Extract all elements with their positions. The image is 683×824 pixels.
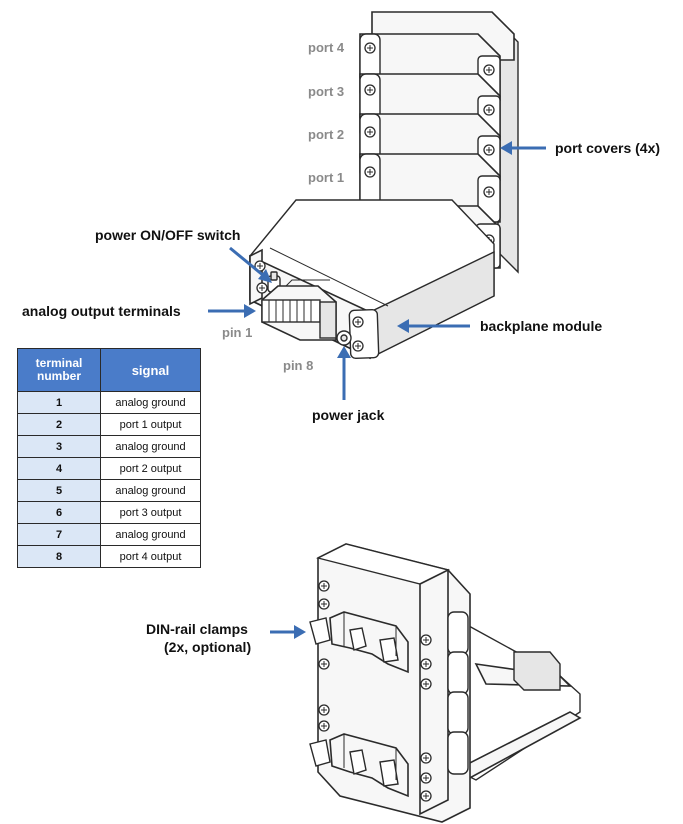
screw-icon xyxy=(318,658,330,670)
pin-8-label: pin 8 xyxy=(283,358,313,373)
screw-icon xyxy=(483,186,495,198)
din-clamps-arrow xyxy=(270,625,306,639)
screw-icon xyxy=(483,104,495,116)
power-switch-arrow xyxy=(229,246,272,283)
signal-cell: port 3 output xyxy=(100,501,201,524)
screw-icon xyxy=(420,772,432,784)
table-row: 2 port 1 output xyxy=(17,413,201,436)
screw-icon xyxy=(483,144,495,156)
bottom-device-illustration xyxy=(309,543,582,823)
terminal-number-cell: 3 xyxy=(17,435,101,458)
signal-cell: analog ground xyxy=(100,479,201,502)
terminal-number-cell: 1 xyxy=(17,391,101,414)
header-number-line1: terminal xyxy=(35,356,83,370)
signal-cell: port 4 output xyxy=(100,545,201,568)
analog-terminals-label: analog output terminals xyxy=(22,303,181,319)
screw-icon xyxy=(318,598,330,610)
screw-icon xyxy=(364,84,376,96)
screw-icon xyxy=(420,634,432,646)
terminal-number-cell: 4 xyxy=(17,457,101,480)
port-4-label: port 4 xyxy=(308,40,345,55)
table-row: 5 analog ground xyxy=(17,479,201,502)
table-row: 6 port 3 output xyxy=(17,501,201,524)
signal-cell: analog ground xyxy=(100,391,201,414)
table-row: 4 port 2 output xyxy=(17,457,201,480)
power-jack xyxy=(336,330,352,346)
screw-icon xyxy=(420,790,432,802)
terminal-number-cell: 8 xyxy=(17,545,101,568)
signal-header: signal xyxy=(100,348,201,392)
screw-icon xyxy=(420,658,432,670)
screw-icon xyxy=(318,704,330,716)
terminal-block xyxy=(261,279,337,341)
backplane-arrow xyxy=(397,319,470,333)
terminal-number-header: terminal number xyxy=(17,348,101,392)
power-switch xyxy=(267,271,281,293)
port-3-label: port 3 xyxy=(308,84,344,99)
screw-icon xyxy=(483,64,495,76)
terminal-number-cell: 7 xyxy=(17,523,101,546)
port-1-label: port 1 xyxy=(308,170,344,185)
terminal-number-cell: 5 xyxy=(17,479,101,502)
din-clamps-sublabel: (2x, optional) xyxy=(164,639,251,655)
port-covers-label: port covers (4x) xyxy=(555,140,660,156)
din-rail-clamp-upper xyxy=(309,611,409,674)
backplane-module xyxy=(249,199,495,360)
pin-1-label: pin 1 xyxy=(222,325,252,340)
signal-cell: port 2 output xyxy=(100,457,201,480)
signal-cell: analog ground xyxy=(100,523,201,546)
din-clamps-label: DIN-rail clamps xyxy=(146,621,248,637)
din-rail-clamp-lower xyxy=(309,733,409,798)
terminal-number-cell: 6 xyxy=(17,501,101,524)
header-number-line2: number xyxy=(36,369,81,383)
table-row: 1 analog ground xyxy=(17,391,201,414)
backplane-label: backplane module xyxy=(480,318,602,334)
screw-icon xyxy=(364,42,376,54)
port-covers-arrow xyxy=(500,141,546,155)
screw-icon xyxy=(318,580,330,592)
analog-terminals-arrow xyxy=(208,304,256,318)
table-row: 3 analog ground xyxy=(17,435,201,458)
screw-icon xyxy=(420,678,432,690)
table-row: 8 port 4 output xyxy=(17,545,201,568)
screw-icon xyxy=(352,316,364,328)
screw-icon xyxy=(364,126,376,138)
top-device-illustration xyxy=(249,11,519,360)
power-switch-label: power ON/OFF switch xyxy=(95,227,240,243)
power-jack-arrow xyxy=(337,346,351,400)
screw-icon xyxy=(256,282,268,294)
table-header-row: terminal number signal xyxy=(17,348,201,392)
power-jack-label: power jack xyxy=(312,407,385,423)
signal-cell: port 1 output xyxy=(100,413,201,436)
screw-icon xyxy=(352,340,364,352)
signal-cell: analog ground xyxy=(100,435,201,458)
terminal-signal-table: terminal number signal 1 analog ground 2… xyxy=(17,348,201,568)
screw-icon xyxy=(364,166,376,178)
table-row: 7 analog ground xyxy=(17,523,201,546)
screw-icon xyxy=(318,720,330,732)
port-2-label: port 2 xyxy=(308,127,344,142)
screw-icon xyxy=(420,752,432,764)
terminal-number-cell: 2 xyxy=(17,413,101,436)
